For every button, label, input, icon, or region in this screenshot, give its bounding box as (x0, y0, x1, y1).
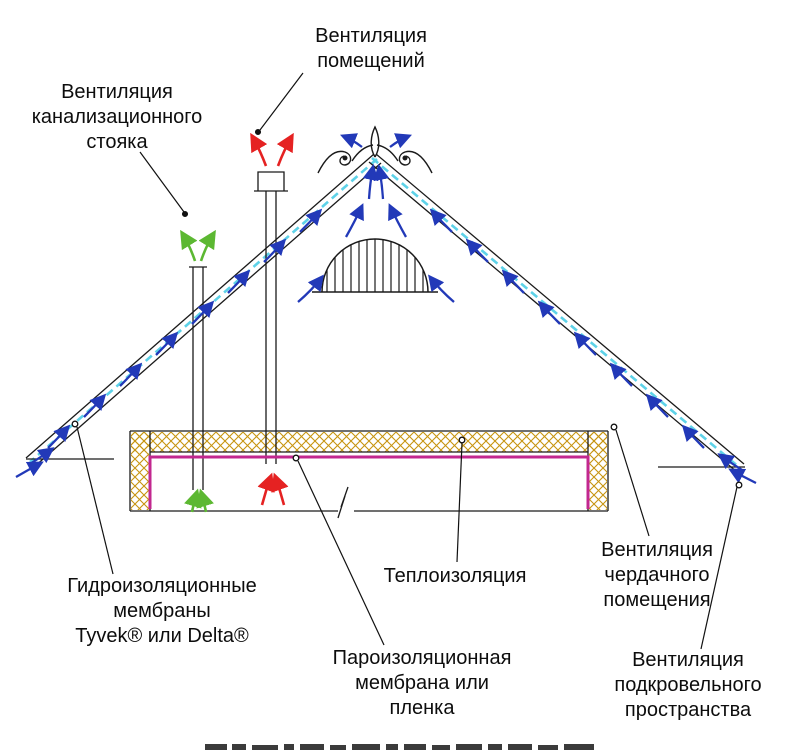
label-waterproofing-membranes: Гидроизоляционные мембраны Tyvek® или De… (67, 575, 257, 647)
louver-vent (312, 238, 438, 293)
leader-lines (76, 72, 738, 650)
vapor-barrier-line (148, 455, 590, 509)
insulation-hatch (131, 432, 607, 510)
label-underroof-ventilation: Вентиляция подкровельного пространства (614, 649, 762, 721)
label-thermal-insulation: Теплоизоляция (383, 565, 527, 587)
ridge-ornament (317, 125, 433, 174)
label-attic-ventilation: Вентиляция чердачного помещения (601, 539, 713, 611)
label-room-ventilation: Вентиляция помещений (315, 25, 427, 72)
label-sewer-riser-ventilation: Вентиляция канализационного стояка (31, 81, 203, 153)
airflow-arrows-blue (15, 133, 757, 485)
sewer-vent-arrows-green (180, 229, 216, 513)
room-vent-pipe (254, 171, 288, 464)
cropped-caption-marks (205, 744, 594, 750)
roof-structure-lines (25, 153, 745, 519)
leader-markers (71, 128, 743, 489)
room-vent-arrows-red (250, 132, 294, 506)
membrane-dashed-lines (29, 157, 741, 469)
label-vapor-barrier: Пароизоляционная мембрана или пленка (332, 647, 512, 719)
